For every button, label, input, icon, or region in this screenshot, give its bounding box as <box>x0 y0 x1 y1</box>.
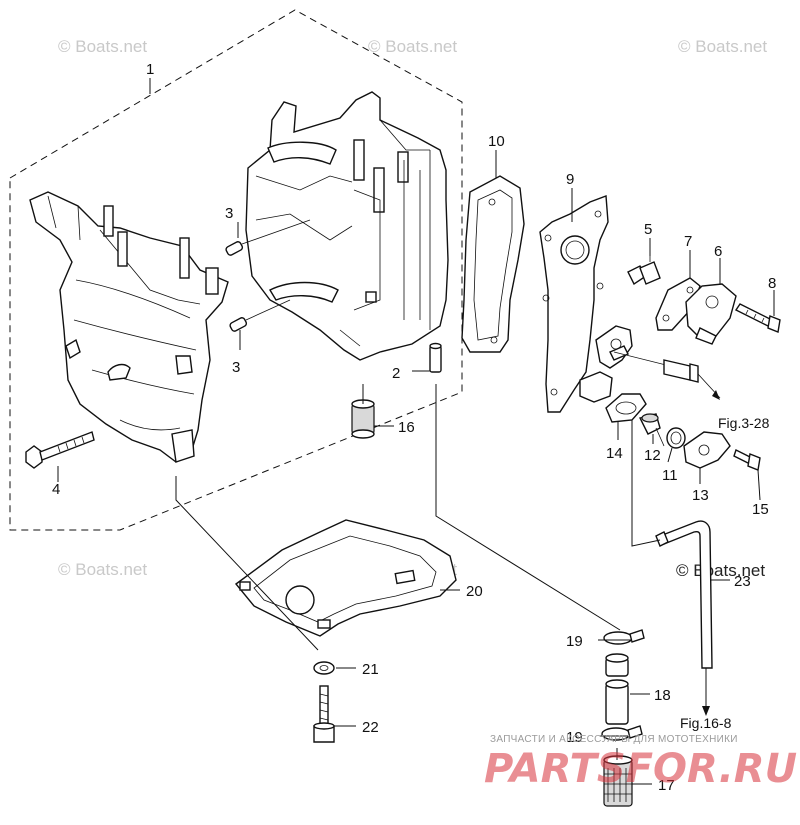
watermark-top-right: © Boats.net <box>678 37 767 56</box>
hose-item-23 <box>655 520 713 669</box>
callout-5: 5 <box>644 221 652 238</box>
callout-16: 16 <box>398 419 415 436</box>
hose-clip-item-19-lower <box>601 725 643 741</box>
watermark-ru-brand: PARTSFOR.RU <box>484 746 797 792</box>
cover-item-6 <box>685 283 737 345</box>
callout-8: 8 <box>768 275 776 292</box>
screw-fig-3-28 <box>613 351 721 399</box>
dowel-pin-lower <box>229 299 291 332</box>
callout-15: 15 <box>752 501 769 518</box>
plate-item-9 <box>539 195 609 413</box>
callout-12: 12 <box>644 447 661 464</box>
reference-fig-3-28: Fig.3-28 <box>718 415 770 431</box>
gasket-item-20 <box>234 519 457 637</box>
gasket-item-14 <box>605 393 647 423</box>
callout-4: 4 <box>52 481 60 498</box>
seal-item-11 <box>666 427 686 449</box>
callout-3-upper: 3 <box>225 205 233 222</box>
watermark-mid-left: © Boats.net <box>58 560 147 579</box>
watermark-ru-caption: ЗАПЧАСТИ И АКСЕССУАРЫ ДЛЯ МОТОТЕХНИКИ <box>490 734 738 745</box>
callout-7: 7 <box>684 233 692 250</box>
bolt-item-8 <box>734 303 781 333</box>
thermostat-item-12 <box>638 413 665 447</box>
hose-item-18 <box>605 653 629 725</box>
washer-item-21 <box>313 661 335 675</box>
watermark-top-left: © Boats.net <box>58 37 147 56</box>
leader-lines <box>57 78 775 785</box>
gasket-item-10 <box>461 175 525 353</box>
callout-17: 17 <box>658 777 675 794</box>
callout-1: 1 <box>146 61 154 78</box>
callout-13: 13 <box>692 487 709 504</box>
reference-fig-16-8: Fig.16-8 <box>680 715 732 731</box>
callout-22: 22 <box>362 719 379 736</box>
bolt-item-4 <box>25 431 95 469</box>
callout-2: 2 <box>392 365 400 382</box>
dowel-pin-upper <box>225 219 311 256</box>
callout-23: 23 <box>734 573 751 590</box>
bolt-item-22 <box>313 685 335 743</box>
callout-11: 11 <box>662 467 678 484</box>
callout-6: 6 <box>714 243 722 260</box>
callout-21: 21 <box>362 661 379 678</box>
callout-10: 10 <box>488 133 505 150</box>
callout-14: 14 <box>606 445 623 462</box>
bolt-item-15 <box>733 449 761 471</box>
elbow-fitting <box>579 325 633 403</box>
assembly-boundary <box>9 9 463 531</box>
watermark-mid-right: © Boats.net <box>676 561 765 580</box>
pin-item-2 <box>429 342 442 373</box>
fitting-item-5 <box>627 256 661 286</box>
crankcase-right-half <box>245 91 449 361</box>
watermark-top-center: © Boats.net <box>368 37 457 56</box>
callout-9: 9 <box>566 171 574 188</box>
callout-18: 18 <box>654 687 671 704</box>
callout-19-lower: 19 <box>566 729 583 746</box>
filter-item-17 <box>603 755 633 807</box>
callout-3-lower: 3 <box>232 359 240 376</box>
anode-item-16 <box>351 399 375 439</box>
thermostat-cover-item-13 <box>683 431 731 469</box>
crankcase-left-half <box>29 191 229 463</box>
callout-19-upper: 19 <box>566 633 583 650</box>
callout-20: 20 <box>466 583 483 600</box>
hose-clip-item-19-upper <box>603 629 645 645</box>
